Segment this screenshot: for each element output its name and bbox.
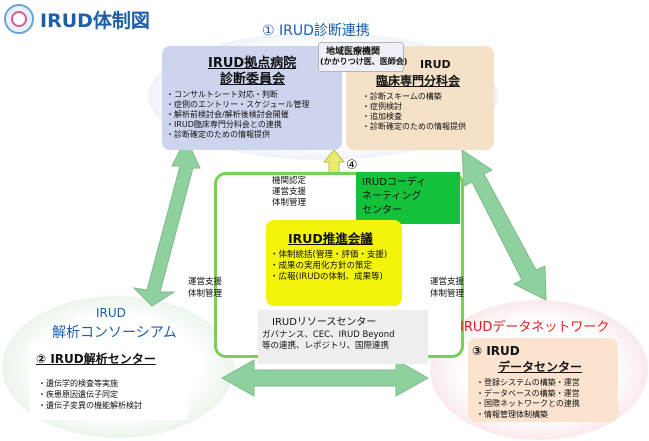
support-text: 運営支援 [188,277,223,287]
data-network-title: IRUDデータネットワーク [460,320,610,335]
analysis-title-line2: 解析コンソーシアム [52,325,177,341]
local-line1: 地域医療機関 [326,47,381,57]
support-left-list: 運営支援 体制管理 [188,276,222,300]
data-center-line2: データセンター [498,360,583,374]
list-item: ・解析前検討会/解析後検討会開催 [166,110,289,119]
support-text: 機関認定 [272,176,307,186]
support-text: 体制管理 [430,289,465,299]
resource-title: IRUDリソースセンター [272,317,377,328]
arrow-top-left-green [132,136,201,307]
list-item: ・体制統括(管理・評価・支援) [270,250,388,260]
list-item: ・遺伝学的検査等実施 [38,379,118,388]
hospital-name-line1: IRUD拠点病院 [208,56,297,71]
meeting-duties-list: ・体制統括(管理・評価・支援) ・成果の実用化方針の策定 ・広報(IRUDの体制… [270,250,387,283]
list-item: ・診断スキームの構築 [362,92,442,101]
resource-lines: ガバナンス、CEC、IRUD Beyond 等の連携、レポジトリ、国際連携 [262,330,395,352]
list-item: ・診断確定のための情報提供 [362,122,466,131]
meeting-title: IRUD推進会議 [288,231,373,246]
hospital-committee-box [162,46,342,150]
analysis-duties-list: ・遺伝学的検査等実施 ・疾患原因遺伝子同定 ・遺伝子変異の機能解析検討 [38,378,142,411]
coord-line: IRUDコーディ [362,177,427,188]
list-item: ・登録システムの構築・運営 [476,378,580,387]
analysis-center-box [30,342,188,420]
list-item: ・成果の実用化方針の策定 [270,261,373,271]
coord-line: センター [362,205,402,216]
list-item: ・コンサルトシート対応・判断 [166,90,278,99]
coordinating-center-label: IRUDコーディ ネーティング センター [362,176,426,218]
list-item: ・情報管理体制構築 [476,409,548,419]
center-number: ④ [346,158,358,173]
list-item: ・追加検査 [362,112,402,121]
coord-line: ネーティング [362,191,422,202]
irud-logo [4,4,34,34]
hospital-name-line2: 診断委員会 [220,72,286,87]
arrow-top-right-green [461,149,547,301]
list-item: ・国際ネットワークとの連携 [476,399,580,408]
support-top-list: 機関認定 運営支援 体制管理 [272,176,306,209]
data-center-duties-list: ・登録システムの構築・運営 ・データベースの構築・運営 ・国際ネットワークとの連… [476,378,580,420]
resource-center-box [258,310,428,364]
analysis-title-line1: IRUD [96,306,126,320]
list-item: ・データベースの構築・運営 [476,388,580,398]
data-center-line1: ③ IRUD [472,344,520,358]
page-title: IRUD体制図 [40,10,150,32]
list-item: ・診断確定のための情報提供 [166,130,270,139]
clinical-line1: IRUD [420,58,451,71]
list-item: ・症例のエントリー・スケジュール管理 [166,100,310,109]
support-text: 運営支援 [430,277,465,287]
resource-line: 等の連携、レポジトリ、国際連携 [262,341,389,351]
list-item: ・広報(IRUDの体制、成果等) [270,272,383,282]
local-medical-box [318,42,404,72]
data-center-box [468,338,618,422]
list-item: ・遺伝子変異の機能解析検討 [38,401,142,410]
support-text: 体制管理 [188,289,223,299]
list-item: ・疾患原因遺伝子同定 [38,390,118,399]
diagnosis-title: ① IRUD診断連携 [262,23,370,39]
local-line2: (かかりつけ医、医師会) [320,57,408,66]
clinical-duties-list: ・診断スキームの構築 ・症例検討 ・追加検査 ・診断確定のための情報提供 [362,92,466,132]
resource-line: ガバナンス、CEC、IRUD Beyond [262,330,395,340]
promotion-meeting-box [266,220,402,306]
analysis-center-title: ② IRUD解析センター [36,352,156,366]
arrow-bottom-green [220,359,430,397]
support-right-list: 運営支援 体制管理 [430,276,464,300]
list-item: ・IRUD臨床専門分科会との連携 [166,120,282,129]
support-text: 体制管理 [272,198,307,208]
coordinating-center-box [356,172,460,224]
list-item: ・症例検討 [362,102,402,111]
logo-ring-icon [11,11,27,27]
support-text: 運営支援 [272,187,307,197]
clinical-line2: 臨床専門分科会 [376,74,461,88]
hospital-duties-list: ・コンサルトシート対応・判断 ・症例のエントリー・スケジュール管理 ・解析前検討… [166,90,309,140]
